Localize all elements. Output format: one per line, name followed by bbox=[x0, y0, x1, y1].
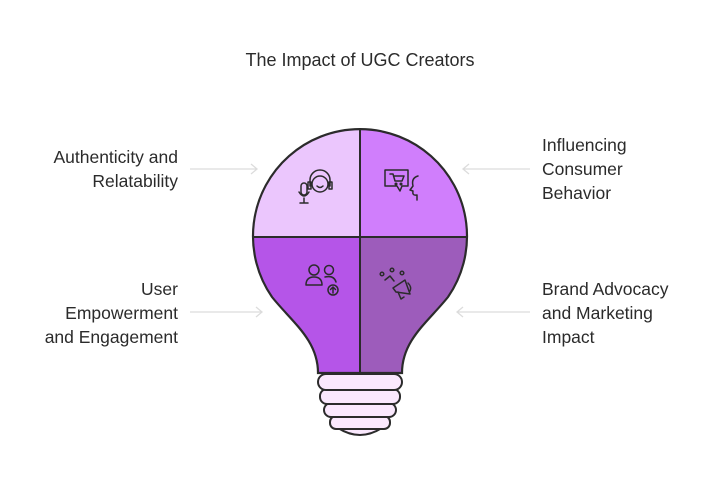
label-line: Relatability bbox=[92, 171, 178, 191]
label-influencing: Influencing Consumer Behavior bbox=[542, 133, 627, 205]
label-brand-advocacy: Brand Advocacy and Marketing Impact bbox=[542, 277, 668, 349]
label-line: User bbox=[141, 279, 178, 299]
users-upgrade-icon bbox=[305, 264, 339, 296]
quadrant-influencing bbox=[360, 129, 468, 237]
bulb-outline bbox=[251, 128, 469, 375]
podcaster-headset-microphone-icon bbox=[298, 169, 333, 204]
label-authenticity: Authenticity and Relatability bbox=[0, 145, 178, 193]
arrow-right-icon bbox=[190, 306, 264, 318]
megaphone-confetti-icon bbox=[379, 267, 412, 300]
arrow-left-icon bbox=[461, 163, 530, 175]
label-line: Behavior bbox=[542, 183, 612, 203]
quadrant-authenticity bbox=[253, 129, 360, 237]
label-line: Brand Advocacy bbox=[542, 279, 669, 299]
bulb-base bbox=[317, 373, 403, 436]
label-line: Impact bbox=[542, 327, 595, 347]
label-line: and Engagement bbox=[44, 327, 178, 347]
label-line: and Marketing bbox=[542, 303, 653, 323]
diagram-title: The Impact of UGC Creators bbox=[245, 50, 475, 70]
label-line: Consumer bbox=[542, 159, 623, 179]
label-empowerment: User Empowerment and Engagement bbox=[0, 277, 178, 349]
arrow-right-icon bbox=[190, 163, 259, 175]
arrow-left-icon bbox=[455, 306, 530, 318]
label-line: Empowerment bbox=[65, 303, 178, 323]
quadrant-empowerment bbox=[253, 237, 360, 373]
connector-arrows bbox=[190, 163, 530, 318]
label-line: Influencing bbox=[542, 135, 627, 155]
label-line: Authenticity and bbox=[53, 147, 178, 167]
shopping-cart-speech-bubble-icon bbox=[384, 169, 419, 201]
